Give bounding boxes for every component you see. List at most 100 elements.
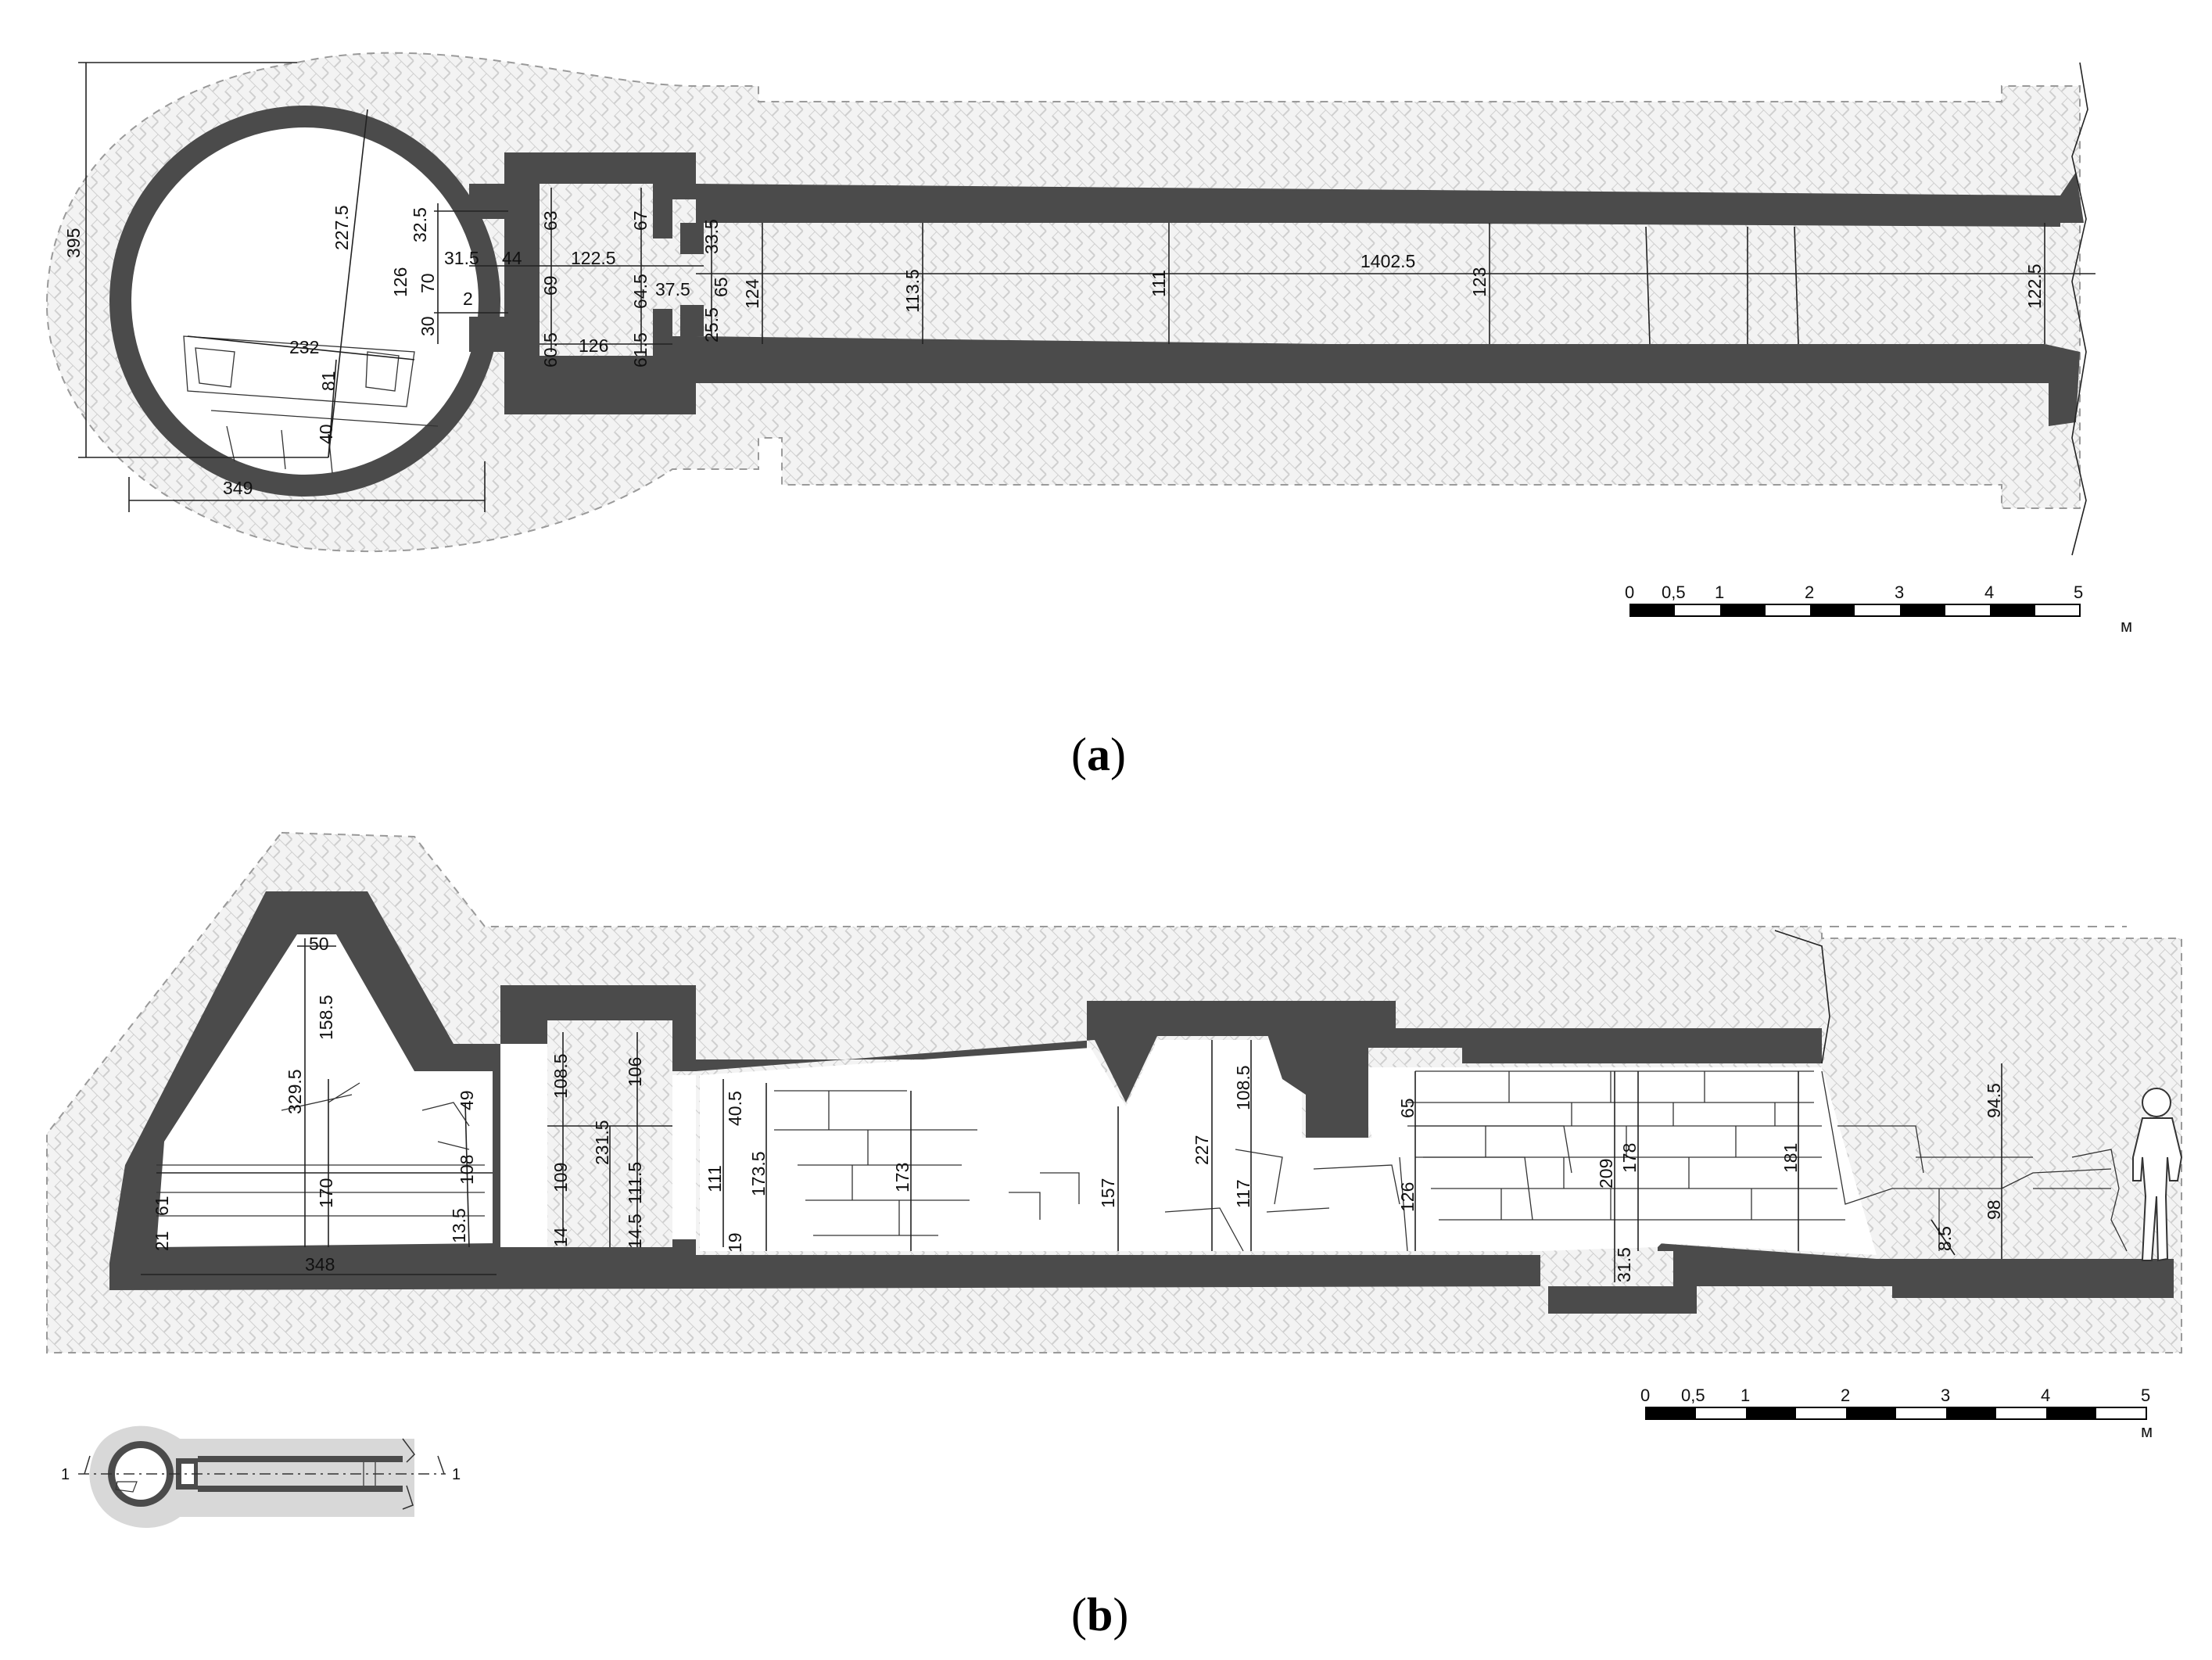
dim-348: 348 bbox=[305, 1254, 335, 1275]
dim-108-5a: 108.5 bbox=[550, 1053, 571, 1099]
corridor-wall-north bbox=[696, 172, 2084, 227]
dim-232: 232 bbox=[289, 337, 319, 357]
corridor-pier-north bbox=[680, 223, 704, 254]
dim-67: 67 bbox=[630, 210, 651, 231]
plan-scale-bar: 0 0,5 1 2 3 4 5 м bbox=[1625, 583, 2132, 636]
plan-scale-tick-0: 0 bbox=[1625, 583, 1634, 602]
corridor-pier-south bbox=[680, 305, 704, 336]
section-scale-tick-2: 2 bbox=[1841, 1386, 1850, 1405]
section-scale-tick-0: 0 bbox=[1640, 1386, 1650, 1405]
dim-126h: 126 bbox=[579, 335, 608, 356]
dim-60-5: 60.5 bbox=[540, 332, 561, 367]
dim-50: 50 bbox=[309, 934, 329, 954]
corridor-wall-south bbox=[696, 336, 2080, 426]
section-scale-tick-1: 1 bbox=[1741, 1386, 1750, 1405]
dim-65: 65 bbox=[1397, 1098, 1418, 1118]
dim-21: 21 bbox=[152, 1231, 172, 1251]
section-masonry-walls bbox=[109, 891, 2174, 1314]
dim-69: 69 bbox=[540, 275, 561, 296]
section-scale-tick-5: 5 bbox=[2141, 1386, 2150, 1405]
dim-113-5: 113.5 bbox=[902, 269, 923, 313]
dim-33-5: 33.5 bbox=[701, 219, 722, 254]
section-scale-tick-4: 4 bbox=[2041, 1386, 2050, 1405]
section-lintel-block bbox=[1267, 1032, 1368, 1138]
section-chamber-interior bbox=[156, 934, 493, 1247]
dim-122-5a: 122.5 bbox=[571, 248, 616, 268]
dim-14: 14 bbox=[550, 1227, 571, 1247]
dim-32-5: 32.5 bbox=[410, 207, 430, 242]
dim-109: 109 bbox=[550, 1163, 571, 1192]
section-doorway-2 bbox=[672, 1075, 696, 1239]
dim-108a: 108 bbox=[457, 1155, 477, 1185]
plan-scale-tick-2: 2 bbox=[1805, 583, 1814, 602]
dim-25-5: 25.5 bbox=[701, 307, 722, 342]
plan-scale-unit: м bbox=[2121, 616, 2132, 636]
dim-111-5: 111.5 bbox=[625, 1162, 645, 1204]
section-dimension-labels: 50 158.5 329.5 170 49 108 13.5 21 61 348… bbox=[152, 934, 2004, 1282]
plan-scale-tick-1: 1 bbox=[1715, 583, 1724, 602]
dim-227: 227 bbox=[1192, 1135, 1212, 1165]
key-plan-mark-left: 1 bbox=[61, 1466, 70, 1483]
dim-61-5: 61.5 bbox=[630, 332, 651, 367]
human-scale-figure-icon bbox=[2132, 1088, 2183, 1262]
sarcophagus-outline bbox=[183, 335, 415, 407]
dim-181: 181 bbox=[1780, 1143, 1801, 1173]
plan-scale-tick-0-5: 0,5 bbox=[1662, 583, 1686, 602]
dim-31-5: 31.5 bbox=[444, 248, 479, 268]
dim-111: 111 bbox=[704, 1165, 725, 1192]
dim-117: 117 bbox=[1233, 1179, 1253, 1208]
dim-63: 63 bbox=[540, 210, 561, 231]
dim-108-5b: 108.5 bbox=[1233, 1065, 1253, 1110]
dim-40: 40 bbox=[316, 424, 336, 444]
dim-124: 124 bbox=[742, 278, 762, 309]
dim-2: 2 bbox=[463, 289, 473, 309]
plan-neck-lower bbox=[469, 317, 508, 352]
section-corridor-interior bbox=[700, 1040, 1877, 1255]
dim-49: 49 bbox=[457, 1090, 477, 1110]
dim-126v: 126 bbox=[390, 267, 410, 297]
dim-8-5: 8.5 bbox=[1934, 1226, 1955, 1251]
dim-94-5: 94.5 bbox=[1984, 1083, 2004, 1118]
dim-19: 19 bbox=[725, 1232, 745, 1253]
dim-170: 170 bbox=[316, 1178, 336, 1208]
dim-231-5: 231.5 bbox=[592, 1120, 612, 1165]
dim-44: 44 bbox=[502, 248, 522, 268]
dim-30: 30 bbox=[418, 316, 438, 336]
vestibule-pier-bottom bbox=[653, 309, 672, 356]
dim-1402-5: 1402.5 bbox=[1361, 251, 1415, 271]
section-scale-unit: м bbox=[2141, 1422, 2153, 1441]
dim-61: 61 bbox=[152, 1196, 172, 1216]
sarcophagus-ends bbox=[195, 347, 400, 392]
plan-drawing: 395 349 227.5 232 81 40 126 32.5 31.5 70… bbox=[45, 52, 2132, 780]
dim-81: 81 bbox=[318, 371, 339, 391]
plan-neck-upper bbox=[469, 184, 508, 219]
dim-173: 173 bbox=[892, 1163, 912, 1192]
plan-scale-tick-4: 4 bbox=[1984, 583, 1994, 602]
dim-70: 70 bbox=[418, 273, 438, 293]
dim-178: 178 bbox=[1619, 1143, 1640, 1173]
dim-40-5: 40.5 bbox=[725, 1091, 745, 1126]
section-scale-tick-3: 3 bbox=[1941, 1386, 1950, 1405]
dim-122-5b: 122.5 bbox=[2024, 264, 2045, 309]
dim-64-5: 64.5 bbox=[630, 274, 651, 309]
dim-65: 65 bbox=[711, 277, 731, 297]
plan-dimension-lines bbox=[78, 62, 2095, 512]
dim-126: 126 bbox=[1397, 1182, 1418, 1212]
dim-111: 111 bbox=[1149, 270, 1169, 297]
dim-395: 395 bbox=[63, 228, 84, 258]
section-dimension-lines bbox=[141, 938, 2002, 1282]
vestibule-walls bbox=[504, 152, 696, 414]
dim-349: 349 bbox=[223, 478, 253, 498]
section-cut-line bbox=[1774, 930, 1830, 1064]
dim-209: 209 bbox=[1596, 1159, 1616, 1189]
vestibule-pier-top bbox=[653, 184, 672, 238]
key-plan-mark-right: 1 bbox=[452, 1466, 461, 1483]
dim-37-5: 37.5 bbox=[655, 279, 690, 299]
rotunda-floor-blocks bbox=[210, 410, 439, 474]
caption-a: (a) bbox=[1071, 729, 1126, 780]
plan-scale-tick-5: 5 bbox=[2074, 583, 2083, 602]
dim-158-5: 158.5 bbox=[316, 995, 336, 1040]
dim-329-5: 329.5 bbox=[285, 1069, 305, 1114]
dim-13-5: 13.5 bbox=[449, 1208, 469, 1243]
